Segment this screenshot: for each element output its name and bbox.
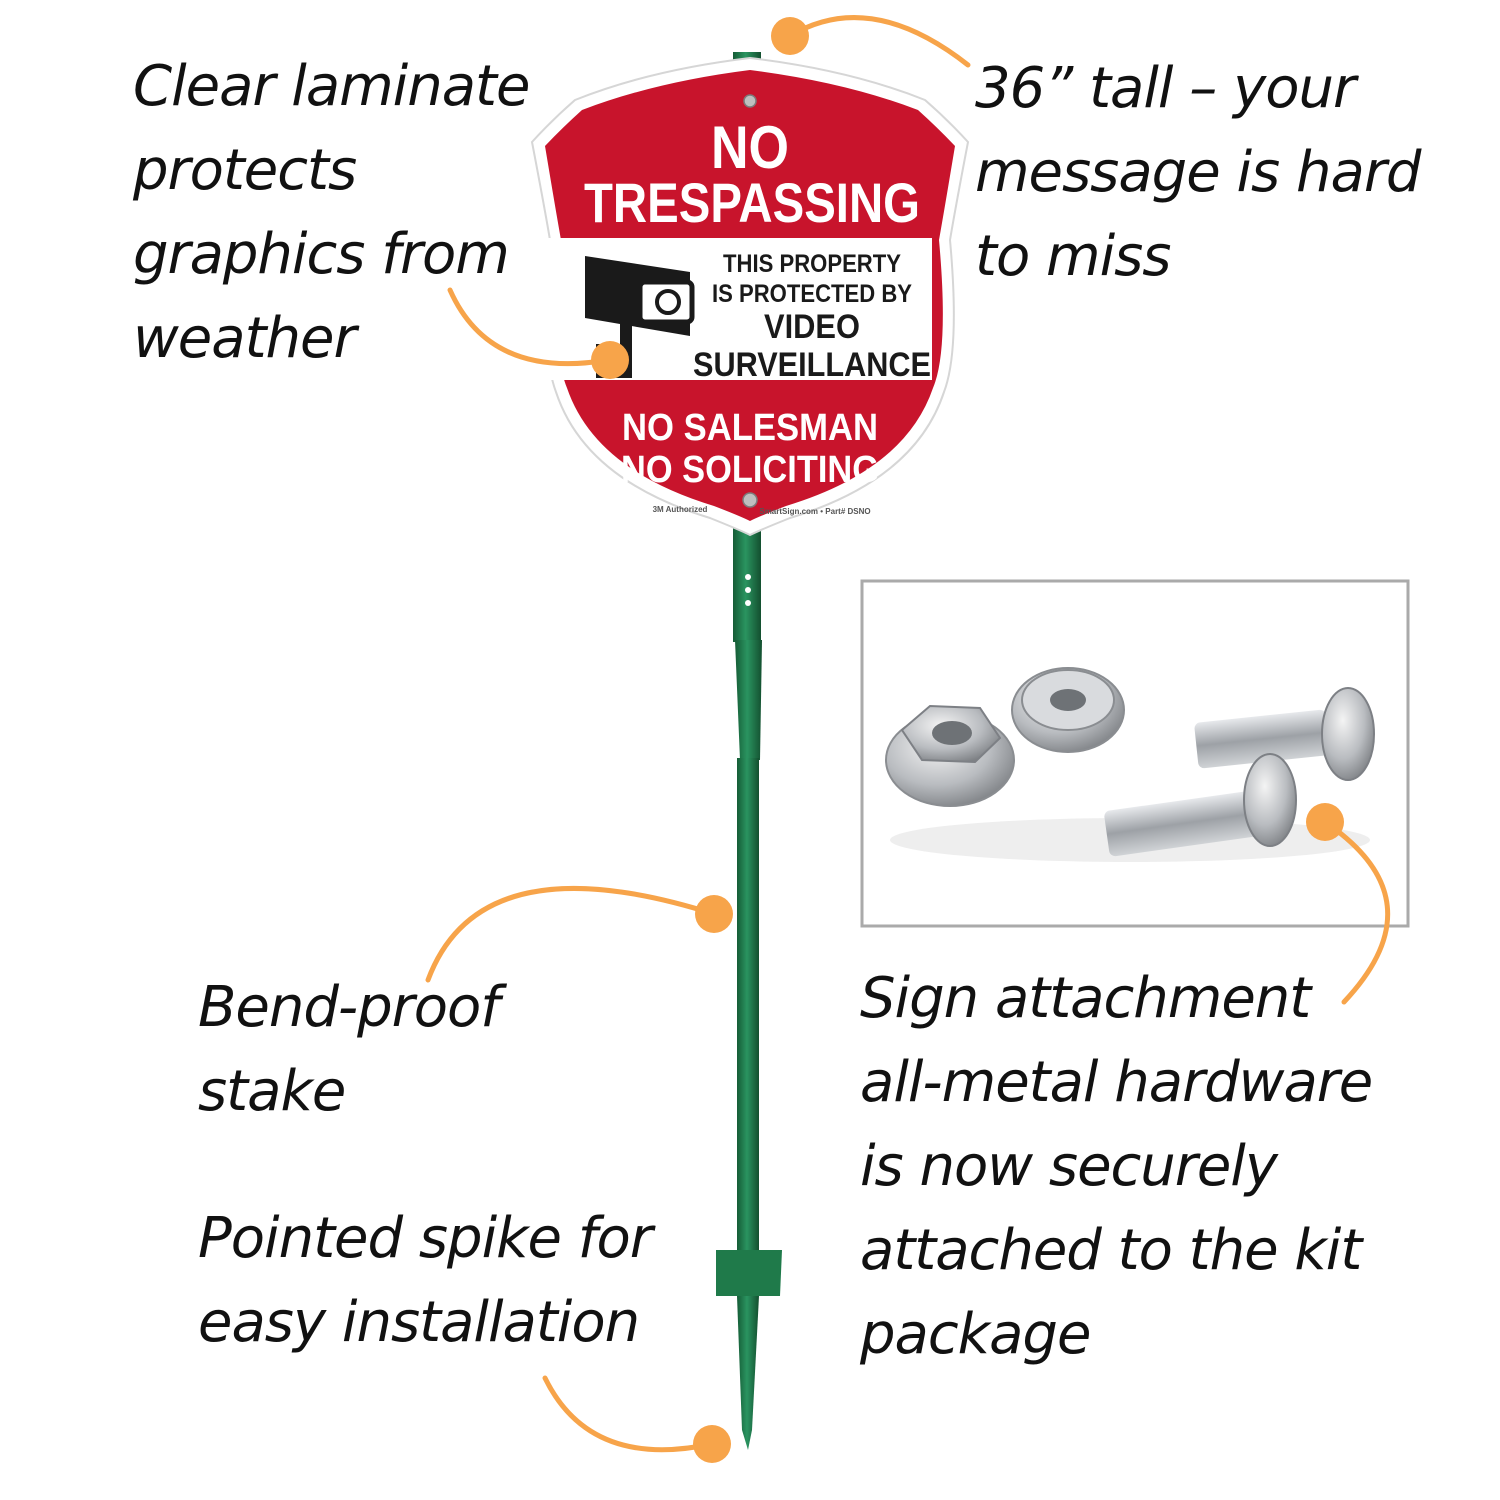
callout-tall-line: to miss [975, 224, 1171, 289]
callout-laminate-line: graphics from [133, 222, 510, 287]
sign-line-no: NO [711, 114, 789, 181]
callout-hardware-line: Sign attachment [860, 966, 1311, 1031]
callout-connectors [425, 15, 1391, 1453]
hardware-photo [860, 579, 1410, 928]
callout-laminate: Clear laminate protects graphics from we… [133, 45, 530, 381]
bottom-screw [742, 492, 758, 508]
sign-panel-line1: THIS PROPERTY [723, 250, 901, 278]
dot-spike [693, 1425, 731, 1463]
callout-hardware-line: is now securely [860, 1134, 1278, 1199]
sign-bottom-line1: NO SALESMAN [622, 407, 878, 449]
serrated-flange-nut [1011, 667, 1125, 753]
callout-hardware-line: all-metal hardware [860, 1050, 1373, 1115]
callout-hardware-line: package [860, 1302, 1091, 1367]
dot-stake [695, 895, 733, 933]
callout-tall-line: message is hard [975, 140, 1421, 205]
bolt-lower [1104, 753, 1297, 857]
callout-tall-line: 36” tall – your [975, 56, 1356, 121]
sign-line-trespassing: TRESPASSING [584, 171, 920, 234]
sign-panel-line3: VIDEO [764, 308, 860, 346]
connector-laminate [447, 287, 611, 367]
connector-tall [787, 15, 971, 68]
callout-spike: Pointed spike for easy installation [198, 1197, 653, 1365]
dot-tall [771, 17, 809, 55]
callout-laminate-line: Clear laminate [133, 54, 530, 119]
sign-fine-print-left: 3M Authorized [653, 505, 708, 514]
sign-panel-line2: IS PROTECTED BY [712, 280, 912, 308]
dot-laminate [591, 341, 629, 379]
callout-dots [591, 17, 1344, 1463]
sign-fine-print-right: SmartSign.com • Part# DSNO [759, 507, 870, 516]
callout-laminate-line: weather [133, 306, 357, 371]
connector-stake [425, 885, 717, 983]
callout-tall: 36” tall – your message is hard to miss [975, 47, 1421, 299]
callout-hardware-line: attached to the kit [860, 1218, 1362, 1283]
bolt-upper [1194, 687, 1375, 781]
sign-panel-line4: SURVEILLANCE [693, 346, 931, 384]
callout-stake-line: stake [198, 1059, 346, 1124]
callout-stake: Bend-proof stake [198, 966, 500, 1134]
sign: NO TRESPASSING THIS PROPERTY IS PROTECTE… [530, 56, 970, 537]
connector-hardware [1322, 819, 1391, 1005]
connector-spike [542, 1375, 715, 1453]
callout-hardware: Sign attachment all-metal hardware is no… [860, 957, 1373, 1377]
dot-hardware [1306, 803, 1344, 841]
callout-spike-line: Pointed spike for [198, 1206, 653, 1271]
callout-spike-line: easy installation [198, 1290, 640, 1355]
top-screw [743, 94, 757, 108]
callout-stake-line: Bend-proof [198, 975, 500, 1040]
sign-bottom-line2: NO SOLICITING [621, 449, 879, 491]
callout-laminate-line: protects [133, 138, 357, 203]
hex-flange-nut [885, 704, 1015, 807]
